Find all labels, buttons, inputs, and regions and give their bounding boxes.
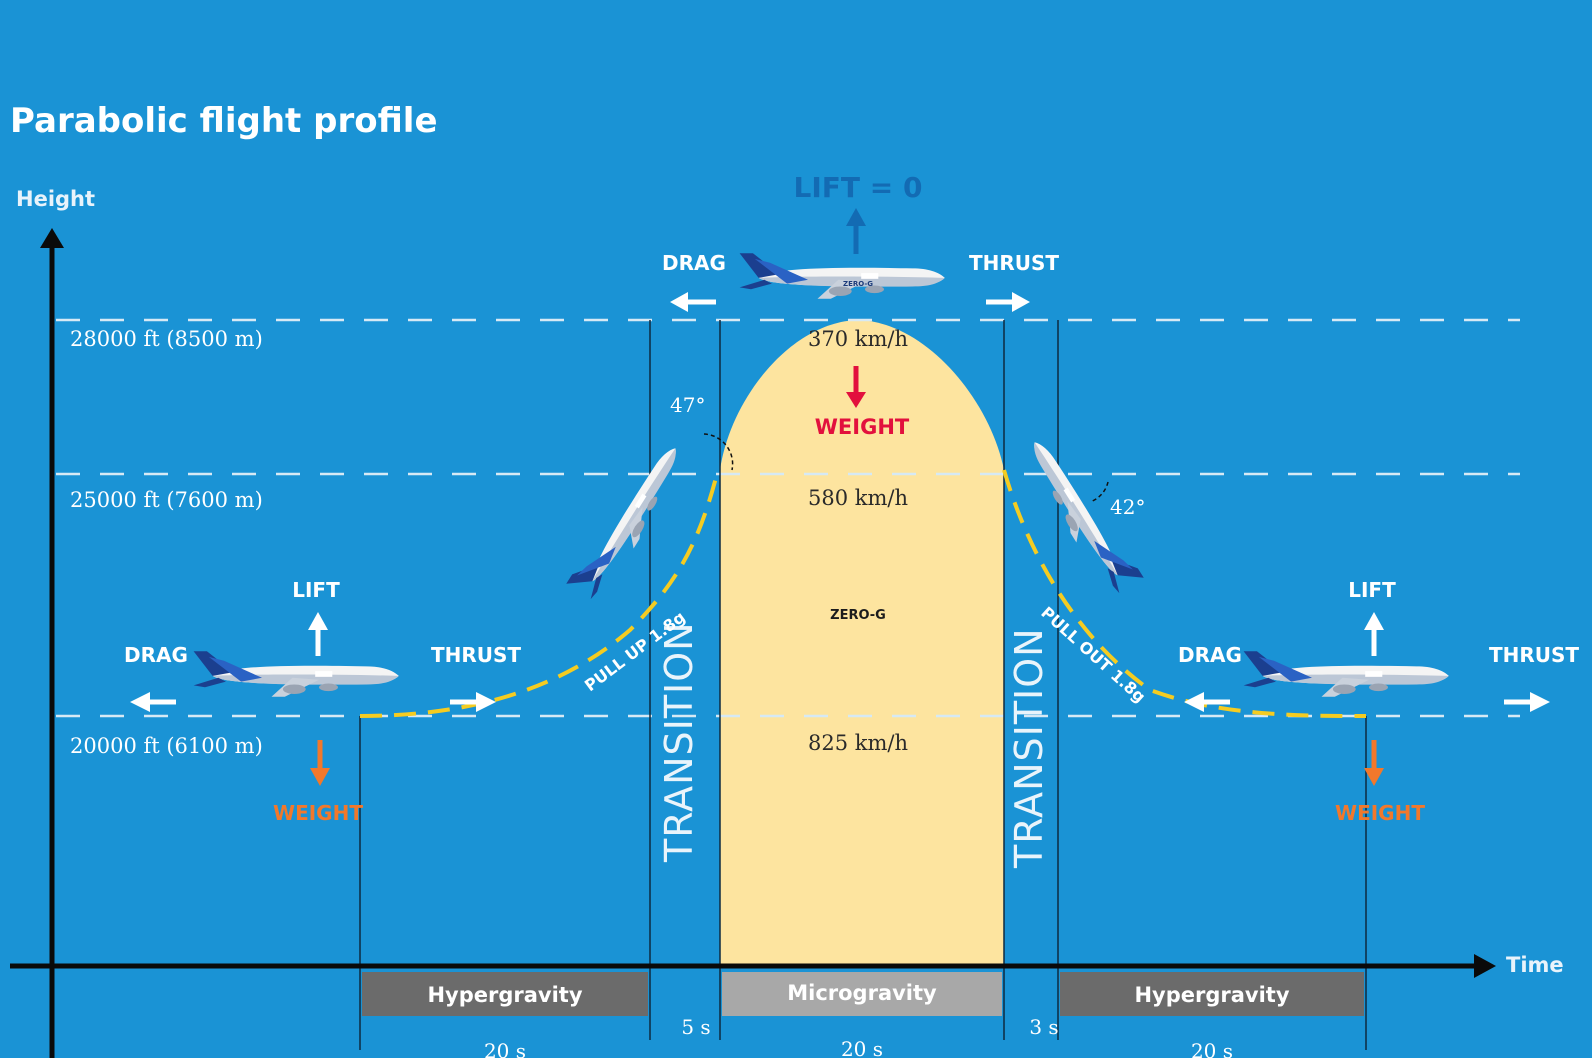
altitude-label-25000: 25000 ft (7600 m) (70, 488, 263, 512)
angle-climb-arc (703, 433, 734, 471)
angle-descent-label: 42° (1110, 495, 1145, 519)
y-axis-label: Height (16, 187, 95, 211)
thrust-arrow-left (450, 692, 496, 712)
phase-boundaries (359, 320, 1367, 1050)
weight-label-left: WEIGHT (273, 801, 363, 825)
duration-microgravity: 20 s (841, 1037, 883, 1058)
weight-arrow-right (1364, 740, 1384, 786)
speed-mid: 580 km/h (808, 486, 908, 510)
x-axis-arrow (1474, 954, 1496, 978)
thrust-label-left: THRUST (431, 643, 521, 667)
phase-label-hypergravity-left: Hypergravity (427, 983, 582, 1007)
speed-top: 370 km/h (808, 327, 908, 351)
lift-arrow-left (308, 612, 328, 656)
phase-bar-hypergravity-left (362, 972, 648, 1016)
altitude-label-28000: 28000 ft (8500 m) (70, 327, 263, 351)
drag-label-right: DRAG (1178, 643, 1242, 667)
drag-label-top: DRAG (662, 251, 726, 275)
thrust-arrow-right (1504, 692, 1550, 712)
x-axis-label: Time (1506, 953, 1564, 977)
drag-arrow-top (670, 292, 716, 312)
flight-trajectory (359, 469, 1367, 718)
pull-out-label: PULL OUT 1.8g (1037, 603, 1149, 706)
phase-label-hypergravity-right: Hypergravity (1134, 983, 1289, 1007)
weight-label-top: WEIGHT (815, 415, 910, 439)
thrust-label-top: THRUST (969, 251, 1059, 275)
altitude-label-20000: 20000 ft (6100 m) (70, 734, 263, 758)
phase-bar-hypergravity-right (1060, 972, 1364, 1016)
duration-hypergravity-right: 20 s (1191, 1039, 1233, 1058)
weight-arrow-left (310, 740, 330, 786)
thrust-label-right: THRUST (1489, 643, 1579, 667)
diagram-title: Parabolic flight profile (10, 101, 438, 141)
speed-low: 825 km/h (808, 731, 908, 755)
weight-label-right: WEIGHT (1335, 801, 1425, 825)
drag-label-left: DRAG (124, 643, 188, 667)
airplane-marking: ZERO-G (843, 280, 873, 288)
thrust-arrow-top (986, 292, 1030, 312)
microgravity-region (720, 320, 1004, 966)
drag-arrow-right (1184, 692, 1230, 712)
lift-arrow-top (846, 208, 866, 254)
zero-g-label: ZERO-G (830, 608, 886, 623)
airplane-left (193, 651, 399, 697)
lift-label-left: LIFT (292, 578, 340, 602)
altitude-lines (56, 318, 1520, 718)
lift-label-right: LIFT (1348, 578, 1396, 602)
phase-label-microgravity: Microgravity (787, 981, 937, 1005)
weight-arrow-top (846, 366, 866, 408)
angle-descent-arc (1089, 481, 1109, 503)
duration-hypergravity-left: 20 s (484, 1039, 526, 1058)
y-axis-arrow (40, 228, 64, 248)
lift-zero-label: LIFT = 0 (794, 171, 923, 204)
transition-label-left: TRANSITION (657, 621, 701, 863)
angle-climb-label: 47° (670, 393, 705, 417)
phase-bar-microgravity (722, 972, 1002, 1016)
duration-transition-left: 5 s (681, 1015, 710, 1039)
airplane-right (1243, 651, 1449, 697)
drag-arrow-left (130, 692, 176, 712)
duration-transition-right: 3 s (1029, 1015, 1058, 1039)
airplane-top (739, 253, 945, 299)
lift-arrow-right (1364, 612, 1384, 656)
transition-label-right: TRANSITION (1007, 627, 1051, 869)
